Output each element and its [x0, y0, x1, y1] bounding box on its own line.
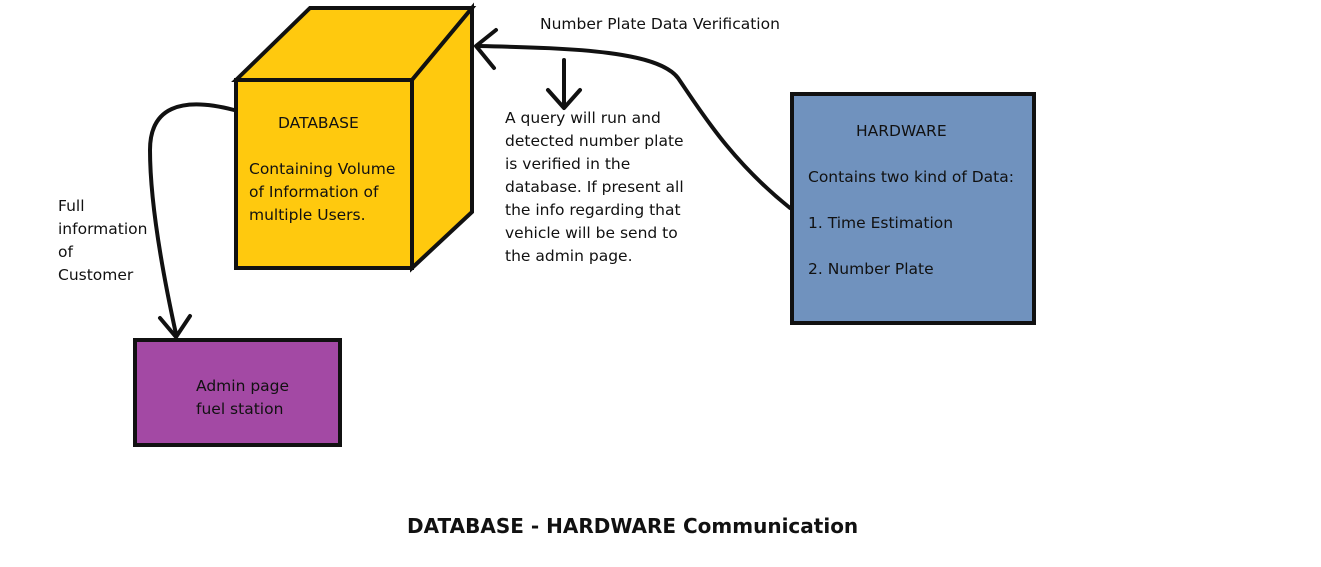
query-line-3: is verified in the — [505, 155, 631, 173]
hardware-box — [790, 92, 1036, 325]
customer-line-1: Full — [58, 197, 85, 215]
hardware-title: HARDWARE — [856, 122, 947, 140]
hardware-to-database-arrowhead — [474, 28, 498, 70]
hardware-to-database-arrow — [476, 44, 792, 210]
admin-line-2: fuel station — [196, 400, 284, 418]
verification-label: Number Plate Data Verification — [540, 15, 780, 33]
diagram-caption: DATABASE - HARDWARE Communication — [407, 514, 859, 538]
database-line-1: Containing Volume — [249, 160, 396, 178]
query-line-6: vehicle will be send to — [505, 224, 678, 242]
database-cube-front — [234, 78, 414, 270]
customer-line-4: Customer — [58, 266, 134, 284]
database-to-admin-arrowhead — [158, 314, 192, 339]
database-line-2: of Information of — [249, 183, 379, 201]
query-line-5: the info regarding that — [505, 201, 681, 219]
customer-line-2: information — [58, 220, 148, 238]
hardware-line-1: Contains two kind of Data: — [808, 168, 1014, 186]
query-line-4: database. If present all — [505, 178, 684, 196]
admin-box — [133, 338, 342, 447]
database-to-admin-arrow — [147, 102, 236, 336]
query-line-2: detected number plate — [505, 132, 684, 150]
database-cube — [231, 2, 477, 273]
customer-line-3: of — [58, 243, 73, 261]
verification-down-arrowhead — [546, 88, 582, 110]
hardware-line-3: 2. Number Plate — [808, 260, 934, 278]
query-line-1: A query will run and — [505, 109, 661, 127]
database-title: DATABASE — [278, 114, 359, 132]
hardware-line-2: 1. Time Estimation — [808, 214, 954, 232]
admin-line-1: Admin page — [196, 377, 290, 395]
database-line-3: multiple Users. — [249, 206, 366, 224]
query-line-7: the admin page. — [505, 247, 633, 265]
